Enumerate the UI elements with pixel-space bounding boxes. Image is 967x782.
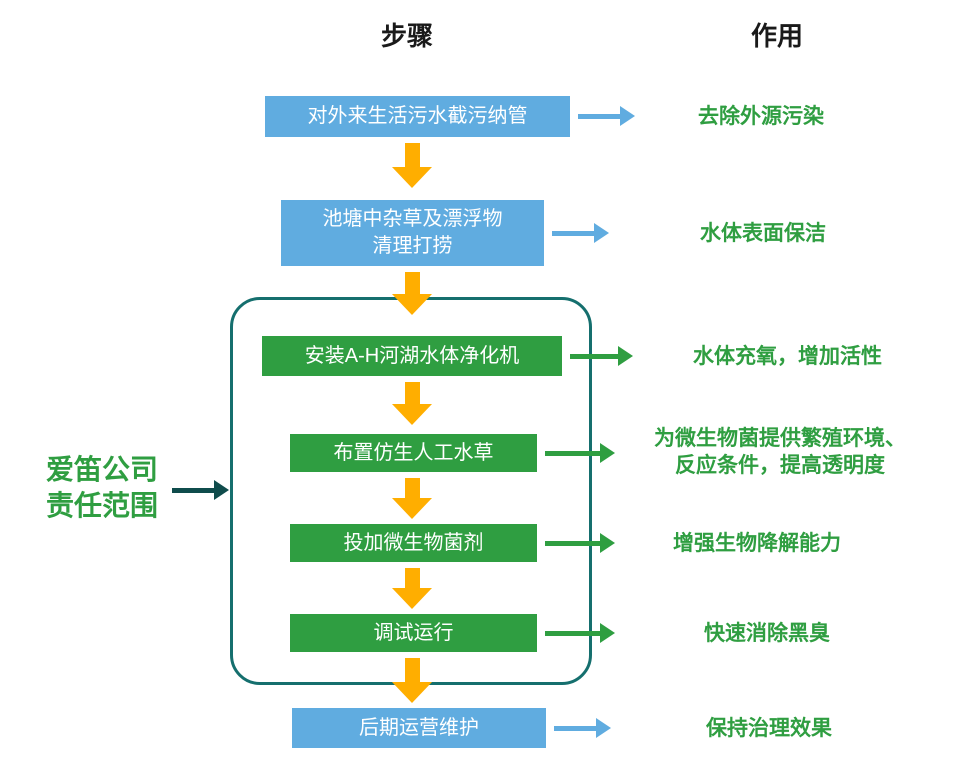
arrow-shaft bbox=[404, 568, 420, 588]
down-arrow-icon bbox=[392, 478, 432, 519]
step-box-commissioning: 调试运行 bbox=[290, 614, 537, 652]
arrow-shaft bbox=[404, 272, 420, 294]
right-arrow-icon bbox=[578, 106, 635, 126]
arrow-head bbox=[392, 294, 432, 315]
arrow-shaft bbox=[172, 487, 214, 493]
down-arrow-icon bbox=[392, 658, 432, 703]
right-arrow-icon bbox=[545, 533, 615, 553]
arrow-head bbox=[600, 623, 615, 643]
down-arrow-icon bbox=[392, 382, 432, 425]
right-arrow-icon bbox=[552, 223, 609, 243]
arrow-head bbox=[392, 498, 432, 519]
arrow-head bbox=[620, 106, 635, 126]
left-pointer-arrow-icon bbox=[172, 480, 229, 500]
arrow-shaft bbox=[545, 450, 600, 456]
step-box-pond-cleanup: 池塘中杂草及漂浮物 清理打捞 bbox=[281, 200, 544, 266]
arrow-shaft bbox=[404, 478, 420, 498]
step-box-add-microbial-agent: 投加微生物菌剂 bbox=[290, 524, 537, 562]
arrow-shaft bbox=[578, 113, 620, 119]
effect-text-oxygenation: 水体充氧，增加活性 bbox=[693, 345, 882, 368]
right-arrow-icon bbox=[554, 718, 611, 738]
responsibility-label: 爱笛公司 责任范围 bbox=[45, 454, 158, 522]
arrow-shaft bbox=[404, 658, 420, 682]
column-title-steps: 步骤 bbox=[380, 21, 433, 51]
step-box-later-operation: 后期运营维护 bbox=[292, 708, 546, 748]
arrow-head bbox=[594, 223, 609, 243]
effect-text-remove-external-pollution: 去除外源污染 bbox=[698, 105, 824, 128]
arrow-head bbox=[392, 167, 432, 188]
arrow-head bbox=[600, 533, 615, 553]
arrow-shaft bbox=[545, 630, 600, 636]
arrow-shaft bbox=[404, 143, 420, 167]
arrow-head bbox=[618, 346, 633, 366]
arrow-shaft bbox=[554, 725, 596, 731]
arrow-head bbox=[596, 718, 611, 738]
arrow-head bbox=[600, 443, 615, 463]
down-arrow-icon bbox=[392, 272, 432, 315]
arrow-shaft bbox=[552, 230, 594, 236]
step-box-install-purifier: 安装A-H河湖水体净化机 bbox=[262, 336, 562, 376]
right-arrow-icon bbox=[570, 346, 633, 366]
arrow-head bbox=[392, 588, 432, 609]
arrow-head bbox=[392, 682, 432, 703]
right-arrow-icon bbox=[545, 443, 615, 463]
arrow-shaft bbox=[404, 382, 420, 404]
effect-text-microbe-environment: 为微生物菌提供繁殖环境、 反应条件，提高透明度 bbox=[654, 427, 906, 477]
effect-text-remove-black-odor: 快速消除黑臭 bbox=[704, 622, 830, 645]
column-title-effect: 作用 bbox=[750, 21, 803, 51]
down-arrow-icon bbox=[392, 568, 432, 609]
arrow-head bbox=[392, 404, 432, 425]
down-arrow-icon bbox=[392, 143, 432, 188]
effect-text-biodegradation: 增强生物降解能力 bbox=[673, 532, 841, 555]
right-arrow-icon bbox=[545, 623, 615, 643]
arrow-head bbox=[214, 480, 229, 500]
step-box-artificial-grass: 布置仿生人工水草 bbox=[290, 434, 537, 472]
effect-text-maintain-results: 保持治理效果 bbox=[706, 717, 832, 740]
arrow-shaft bbox=[570, 353, 618, 359]
arrow-shaft bbox=[545, 540, 600, 546]
step-box-intercept-sewage: 对外来生活污水截污纳管 bbox=[265, 96, 570, 137]
effect-text-surface-cleanliness: 水体表面保洁 bbox=[700, 222, 826, 245]
